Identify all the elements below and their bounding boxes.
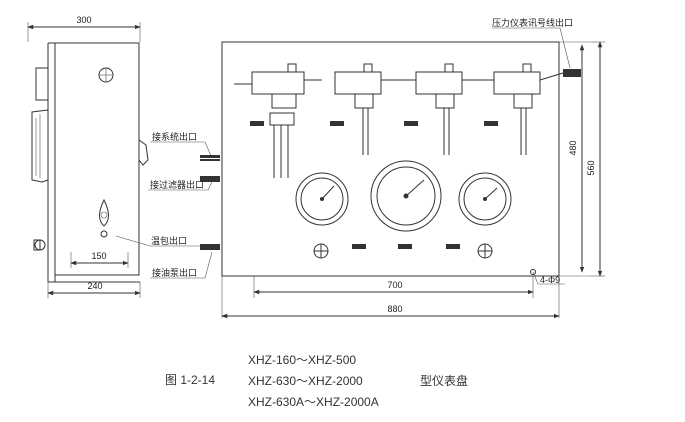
label-pressure-signal-outlet: 压力仪表讯号线出口 [492,17,573,28]
fitting-filter [200,176,220,182]
dim-panel-width-880: 880 [387,304,402,314]
dim-panel-height-560: 560 [586,160,596,175]
dim-side-depth-150: 150 [91,251,106,261]
connection-labels: 接系统出口 接过滤器出口 温包出口 接油泵出口 压力仪表讯号线出口 [115,17,581,279]
fitting-drum [200,244,220,250]
knob-left [313,243,329,259]
nameplate-7 [446,244,460,249]
nameplate-1 [250,121,264,126]
knob-right [477,243,493,259]
pressure-switch-2 [334,63,398,155]
side-view: 300 150 240 [27,15,149,298]
dim-mount-holes: 4-Φ9 [540,275,560,285]
gauge-center [370,160,442,232]
front-dimensions: 480 560 700 880 4-Φ9 [221,41,605,319]
dim-panel-height-480: 480 [568,140,578,155]
pressure-switch-3 [398,63,478,155]
dim-side-depth-240: 240 [87,281,102,291]
dim-side-width: 300 [76,15,91,25]
label-system-outlet: 接系统出口 [152,131,197,142]
nameplate-3 [404,121,418,126]
pressure-switch-1 [234,63,322,178]
dim-panel-width-700: 700 [387,280,402,290]
fitting-system [200,155,220,161]
label-oil-drum-outlet: 温包出口 [151,235,187,246]
model-line-1: XHZ-160～XHZ-500 [248,353,357,367]
gauge-right [458,172,512,226]
label-oil-pump-outlet: 接油泵出口 [152,267,197,278]
nameplate-6 [398,244,412,249]
pressure-switch-4 [478,63,564,155]
model-line-2: XHZ-630～XHZ-2000 [248,374,363,388]
nameplate-4 [484,121,498,126]
fitting-signal [563,69,581,77]
figure-number: 图 1-2-14 [165,373,216,387]
caption-suffix: 型仪表盘 [420,374,469,388]
nameplate-5 [352,244,366,249]
gauge-left [295,172,349,226]
nameplate-2 [330,121,344,126]
front-view [221,41,564,318]
label-filter-outlet: 接过滤器出口 [150,179,204,190]
model-line-3: XHZ-630A～XHZ-2000A [248,395,379,409]
